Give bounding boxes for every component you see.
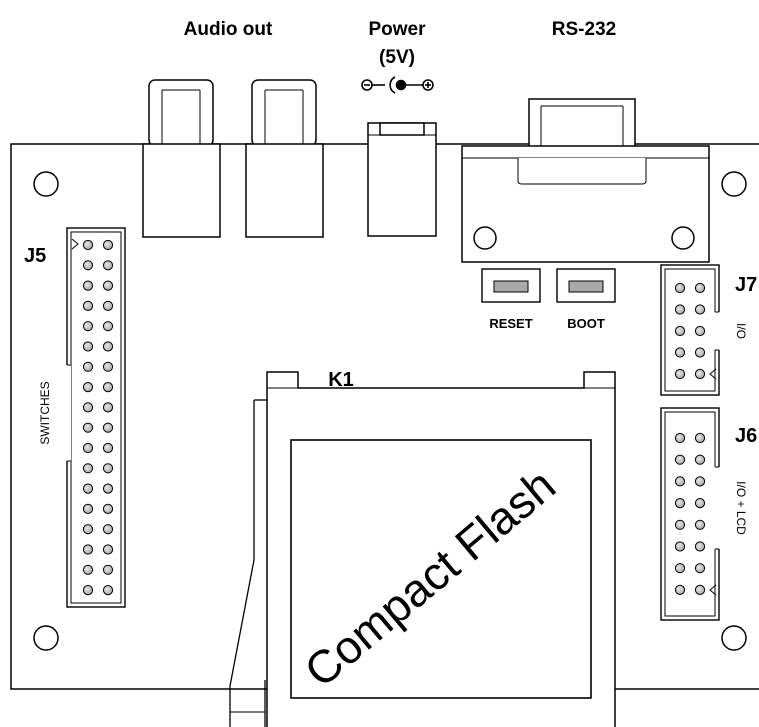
audio-jack-left	[142, 79, 221, 238]
header-pin	[82, 422, 94, 433]
header-pin	[82, 442, 94, 454]
io-lcd-label: I/O + LCD	[734, 481, 748, 535]
mounting-hole-br	[721, 625, 747, 651]
header-pin	[102, 463, 114, 474]
header-pin	[694, 498, 706, 509]
header-pin	[674, 454, 686, 465]
mounting-hole-tl	[33, 171, 59, 197]
header-pin	[82, 260, 94, 271]
boot-label: BOOT	[567, 316, 605, 331]
header-pin	[102, 524, 114, 535]
header-pin	[694, 432, 706, 444]
mounting-hole-tr	[721, 171, 747, 197]
header-pin	[694, 347, 706, 358]
header-pin	[82, 280, 94, 291]
header-pin	[694, 368, 706, 380]
rs232-connector	[461, 98, 710, 263]
header-pin	[102, 422, 114, 433]
j6-header	[660, 407, 726, 621]
header-pin	[102, 260, 114, 271]
header-pin	[102, 402, 114, 413]
header-pin	[674, 541, 686, 552]
header-pin	[82, 321, 94, 332]
j5-pins	[82, 239, 114, 596]
k1-label: K1	[328, 369, 354, 391]
j7-pins	[674, 282, 706, 380]
header-pin	[102, 585, 114, 596]
j5-header	[55, 227, 126, 608]
header-pin	[82, 300, 94, 311]
header-pin	[82, 544, 94, 555]
header-pin	[674, 476, 686, 487]
header-pin	[694, 476, 706, 487]
reset-label: RESET	[489, 316, 532, 331]
j6-label: J6	[735, 425, 757, 447]
header-pin	[82, 382, 94, 393]
header-pin	[82, 463, 94, 474]
j7-header	[660, 264, 726, 396]
header-pin	[674, 304, 686, 315]
audio-jack-right	[245, 79, 324, 238]
header-pin	[694, 325, 706, 337]
header-pin	[694, 519, 706, 530]
header-pin	[674, 325, 686, 337]
switches-label: SWITCHES	[38, 381, 52, 444]
header-pin	[82, 402, 94, 413]
header-pin	[102, 280, 114, 291]
header-pin	[674, 563, 686, 574]
header-pin	[674, 519, 686, 530]
header-pin	[674, 584, 686, 596]
power-label-line2: (5V)	[379, 47, 415, 68]
header-pin	[102, 300, 114, 311]
j5-label: J5	[24, 245, 46, 267]
audio-out-label: Audio out	[184, 19, 273, 40]
header-pin	[102, 341, 114, 352]
io-label: I/O	[734, 323, 748, 339]
header-pin	[102, 321, 114, 332]
header-pin	[102, 503, 114, 514]
header-pin	[694, 282, 706, 294]
j6-pins	[674, 432, 706, 596]
header-pin	[674, 498, 686, 509]
header-pin	[694, 584, 706, 596]
header-pin	[82, 564, 94, 575]
header-pin	[102, 361, 114, 372]
header-pin	[102, 483, 114, 494]
header-pin	[694, 563, 706, 574]
header-pin	[82, 503, 94, 514]
power-label-line1: Power	[368, 19, 426, 40]
header-pin	[674, 282, 686, 294]
mounting-hole-bl	[33, 625, 59, 651]
header-pin	[694, 304, 706, 315]
header-pin	[82, 239, 94, 251]
power-jack	[367, 122, 437, 237]
header-pin	[674, 432, 686, 444]
header-pin	[694, 454, 706, 465]
header-pin	[82, 524, 94, 535]
boot-button	[556, 268, 616, 303]
header-pin	[102, 442, 114, 454]
header-pin	[102, 564, 114, 575]
header-pin	[694, 541, 706, 552]
header-pin	[674, 347, 686, 358]
header-pin	[82, 341, 94, 352]
header-pin	[82, 483, 94, 494]
polarity-symbol	[361, 76, 434, 94]
compact-flash-card: Compact Flash	[290, 439, 592, 699]
header-pin	[102, 382, 114, 393]
rs232-label: RS-232	[552, 19, 616, 40]
header-pin	[674, 368, 686, 380]
header-pin	[102, 544, 114, 555]
reset-button	[481, 268, 541, 303]
j7-label: J7	[735, 274, 757, 296]
header-pin	[82, 361, 94, 372]
header-pin	[82, 585, 94, 596]
header-pin	[102, 239, 114, 251]
